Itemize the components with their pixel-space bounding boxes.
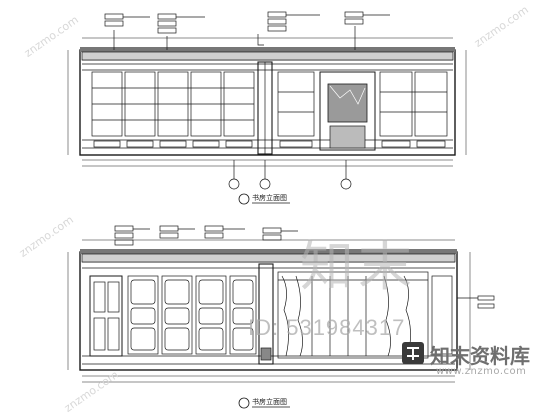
elevation-2-window-curtains: [277, 271, 429, 359]
brand-url: www.znzmo.com: [436, 366, 527, 377]
elevation-1-frame: [79, 49, 456, 156]
elevation-2-door: [89, 275, 123, 357]
watermark-logo: 知末: [300, 237, 416, 297]
elevation-1-annotation-tags: [104, 11, 390, 50]
brand-name: 知末资料库: [430, 344, 530, 368]
elevation-1-bookshelves-left: [91, 71, 255, 148]
elevation-2-column: [258, 263, 274, 365]
elevation-2: [67, 225, 495, 409]
elevation-2-annotation-tags: [114, 225, 495, 309]
elevation-1-bookshelves-right: [277, 71, 448, 148]
watermark-id: ID: 531984317: [248, 315, 406, 340]
elevation-2-side-panel: [431, 275, 453, 355]
elevation-1-title: 书房立面图: [252, 194, 287, 202]
elevation-1: [67, 11, 467, 205]
elevation-2-title: 书房立面图: [252, 398, 287, 406]
elevation-2-wall-panels: [127, 275, 257, 355]
elevation-1-fireplace: [319, 71, 376, 151]
